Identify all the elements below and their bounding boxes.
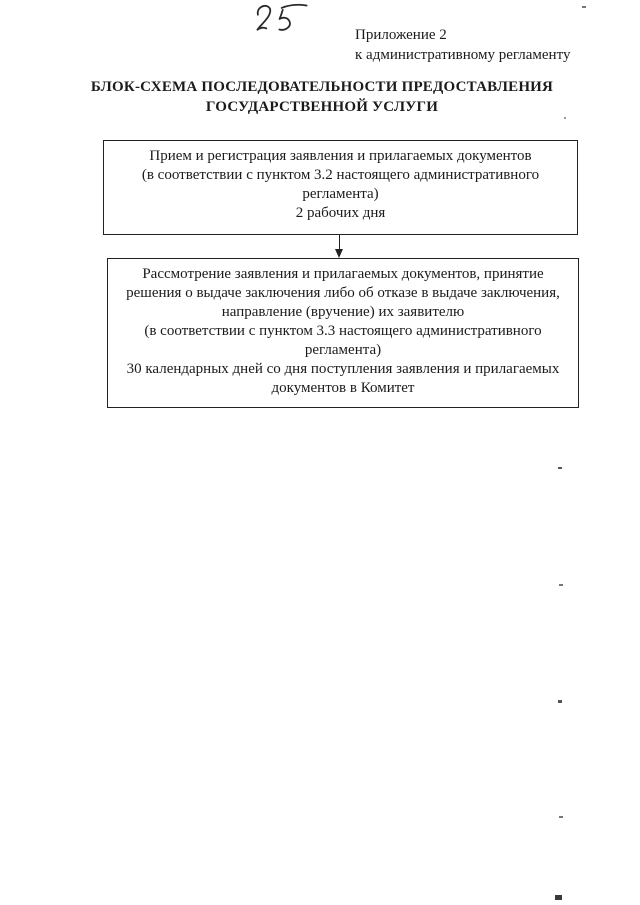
scan-speck bbox=[559, 584, 563, 586]
handwritten-page-number bbox=[256, 3, 308, 31]
flow-step-2-box: Рассмотрение заявления и прилагаемых док… bbox=[107, 258, 579, 408]
flow-connector-arrow bbox=[333, 234, 345, 258]
scan-speck bbox=[558, 700, 562, 703]
appendix-label: Приложение 2 к административному регламе… bbox=[355, 27, 571, 63]
scan-speck bbox=[558, 467, 562, 469]
flow-step-1-box: Прием и регистрация заявления и прилагае… bbox=[103, 140, 578, 235]
scan-speck bbox=[582, 6, 586, 8]
page-title: БЛОК-СХЕМА ПОСЛЕДОВАТЕЛЬНОСТИ ПРЕДОСТАВЛ… bbox=[90, 79, 554, 115]
scan-speck bbox=[564, 117, 566, 119]
scan-speck bbox=[555, 895, 562, 900]
scan-speck bbox=[559, 816, 563, 818]
arrow-head-icon bbox=[334, 249, 343, 258]
arrow-line bbox=[338, 234, 340, 251]
